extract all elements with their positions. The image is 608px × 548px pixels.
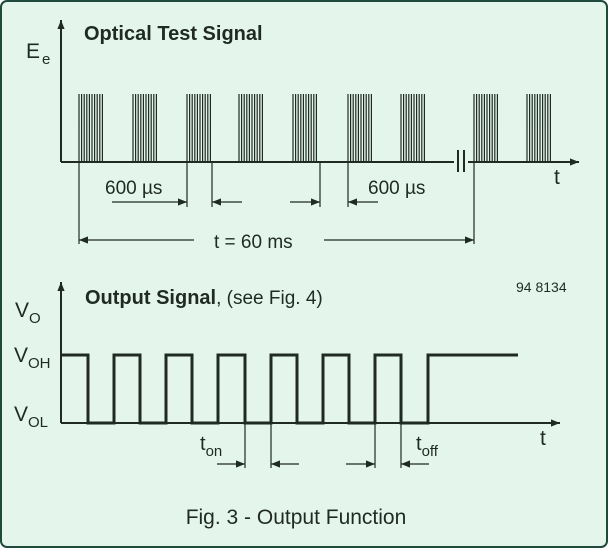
output-x-axis-label: t — [540, 427, 546, 450]
duration-label-left: 600 µs — [105, 178, 162, 199]
output-signal-title: Output Signal, (see Fig. 4) — [85, 287, 323, 309]
figure-code: 94 8134 — [516, 279, 567, 295]
voh-label: VOH — [14, 344, 51, 372]
period-label: t = 60 ms — [214, 232, 293, 253]
vol-label: VOL — [14, 403, 48, 431]
figure-caption: Fig. 3 - Output Function — [186, 506, 407, 529]
toff-label: toff — [416, 433, 439, 460]
optical-signal-title: Optical Test Signal — [84, 23, 263, 45]
optical-pulse-bursts — [78, 94, 552, 162]
optical-x-axis-label: t — [554, 166, 560, 189]
ton-label: ton — [200, 433, 222, 460]
output-y-axis-label: VO — [15, 299, 41, 327]
output-waveform — [61, 353, 518, 425]
duration-label-right: 600 µs — [368, 178, 425, 199]
